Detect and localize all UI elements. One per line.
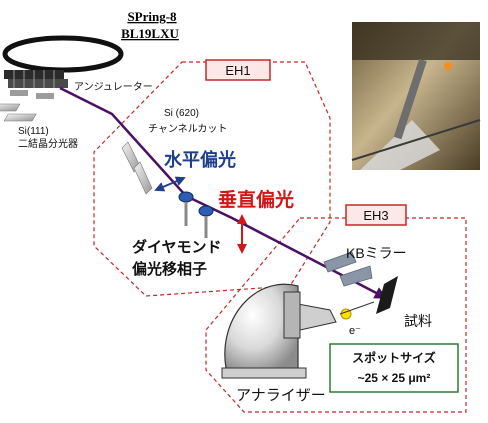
analyzer-icon xyxy=(221,283,337,379)
kb-mirror-label: KBミラー xyxy=(346,245,407,261)
monochromator-label-2: 二結晶分光器 xyxy=(18,137,78,150)
horizontal-polarization-arrow xyxy=(154,176,186,192)
diamond-label-2: 偏光移相子 xyxy=(132,260,207,278)
eh3-label: EH3 xyxy=(363,208,388,223)
sample-label: 試料 xyxy=(404,313,432,329)
eh1-label-box: EH1 xyxy=(205,59,271,81)
electron-label: e⁻ xyxy=(349,325,361,337)
spot-size-value: ~25 × 25 μm² xyxy=(358,371,431,385)
analyzer-label: アナライザー xyxy=(236,387,326,404)
eh1-hutch-boundary xyxy=(93,61,331,297)
facility-name: SPring-8 xyxy=(127,9,177,24)
undulator-label: アンジュレーター xyxy=(74,81,153,93)
vertical-polarization-label: 垂直偏光 xyxy=(218,188,294,211)
diamond-phase-retarder-icon xyxy=(178,191,214,238)
undulator-icon xyxy=(4,70,68,99)
eh3-hutch-boundary xyxy=(205,217,467,413)
diamond-label-1: ダイヤモンド xyxy=(132,238,222,256)
spot-size-box: スポットサイズ ~25 × 25 μm² xyxy=(329,343,459,393)
si111-monochromator-icon xyxy=(0,103,37,122)
beamline-name: BL19LXU xyxy=(121,26,179,41)
channel-cut-label-1: Si (620) xyxy=(164,108,199,119)
channel-cut-label-2: チャンネルカット xyxy=(148,123,227,135)
channel-cut-crystal-icon xyxy=(121,141,153,195)
kb-mirror-icon xyxy=(323,251,373,287)
sample-icon xyxy=(376,276,398,314)
eh3-label-box: EH3 xyxy=(345,204,407,226)
experiment-photo xyxy=(351,22,481,170)
storage-ring xyxy=(2,35,124,73)
eh1-label: EH1 xyxy=(225,63,250,78)
monochromator-label-1: Si(111) xyxy=(18,126,49,137)
spot-size-label: スポットサイズ xyxy=(352,350,436,365)
horizontal-polarization-label: 水平偏光 xyxy=(164,149,236,170)
